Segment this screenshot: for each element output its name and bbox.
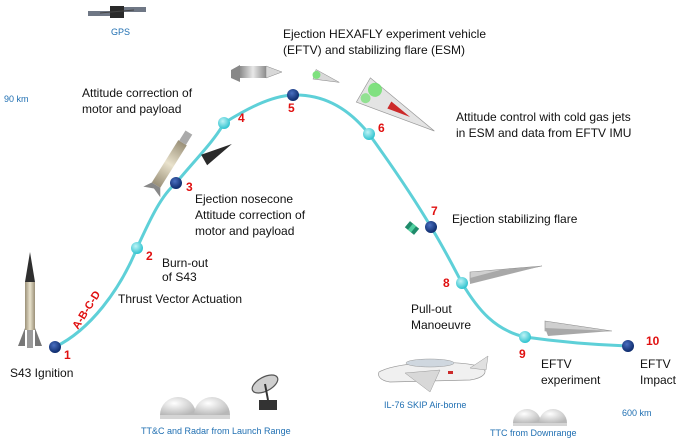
nosecone-icon bbox=[201, 144, 232, 166]
step-label-9b: experiment bbox=[541, 373, 601, 387]
vehicle-icon bbox=[469, 265, 543, 284]
step-label-8a: Pull-out bbox=[411, 302, 452, 316]
step-label-1: S43 Ignition bbox=[10, 366, 73, 380]
step-label-3a: Ejection nosecone bbox=[195, 192, 293, 206]
node-5 bbox=[287, 89, 299, 101]
step-label-5a: Ejection HEXAFLY experiment vehicle bbox=[283, 27, 486, 41]
node-6 bbox=[363, 128, 375, 140]
step-number-8: 8 bbox=[443, 276, 450, 290]
eftv-payload-icon bbox=[312, 69, 340, 83]
step-label-4a: Attitude correction of bbox=[82, 86, 193, 100]
step-label-6b: in ESM and data from EFTV IMU bbox=[456, 126, 631, 140]
gps-label: GPS bbox=[111, 27, 130, 37]
step-number-5: 5 bbox=[288, 101, 295, 115]
launch-range-label: TT&C and Radar from Launch Range bbox=[141, 426, 291, 436]
step-label-2b: of S43 bbox=[162, 270, 197, 284]
step-label-6a: Attitude control with cold gas jets bbox=[456, 110, 631, 124]
step-number-10: 10 bbox=[646, 334, 660, 348]
step-number-2: 2 bbox=[146, 249, 153, 263]
radome-icon bbox=[160, 397, 230, 419]
node-2 bbox=[131, 242, 143, 254]
downrange-label: TTC from Downrange bbox=[490, 428, 577, 438]
radar-dish-icon bbox=[251, 374, 279, 410]
step-number-3: 3 bbox=[186, 180, 193, 194]
thrust-vector-label: Thrust Vector Actuation bbox=[118, 292, 242, 306]
stabilizing-flare-icon bbox=[404, 221, 420, 235]
step-label-7: Ejection stabilizing flare bbox=[452, 212, 578, 226]
node-10 bbox=[622, 340, 634, 352]
trajectory-curve bbox=[54, 93, 629, 349]
node-1 bbox=[49, 341, 61, 353]
step-label-10b: Impact bbox=[640, 373, 677, 387]
vehicle-icon-2 bbox=[544, 320, 613, 336]
step-number-6: 6 bbox=[378, 121, 385, 135]
aircraft-icon bbox=[378, 355, 489, 393]
altitude-scale-label: 90 km bbox=[4, 94, 29, 104]
step-number-9: 9 bbox=[519, 347, 526, 361]
step-label-3b: Attitude correction of bbox=[195, 208, 306, 222]
step-label-2a: Burn-out bbox=[162, 256, 209, 270]
eftv-esm-icon bbox=[355, 77, 435, 132]
step-number-4: 4 bbox=[238, 111, 245, 125]
motor-icon bbox=[231, 65, 283, 82]
step-number-7: 7 bbox=[431, 204, 438, 218]
airborne-label: IL-76 SKIP Air-borne bbox=[384, 400, 466, 410]
step-label-5b: (EFTV) and stabilizing flare (ESM) bbox=[283, 43, 465, 57]
node-8 bbox=[456, 277, 468, 289]
node-4 bbox=[218, 117, 230, 129]
node-9 bbox=[519, 331, 531, 343]
step-number-1: 1 bbox=[64, 348, 71, 362]
gps-satellite-icon bbox=[88, 6, 146, 18]
step-label-10a: EFTV bbox=[640, 357, 671, 371]
range-scale-label: 600 km bbox=[622, 408, 652, 418]
step-label-3c: motor and payload bbox=[195, 224, 294, 238]
node-7 bbox=[425, 221, 437, 233]
step-label-4b: motor and payload bbox=[82, 102, 181, 116]
step-label-8b: Manoeuvre bbox=[411, 318, 471, 332]
rocket-icon bbox=[18, 252, 42, 348]
node-3 bbox=[170, 177, 182, 189]
step-label-9a: EFTV bbox=[541, 357, 572, 371]
rocket-stage-icon bbox=[143, 130, 193, 198]
radome-icon-downrange bbox=[513, 409, 567, 426]
